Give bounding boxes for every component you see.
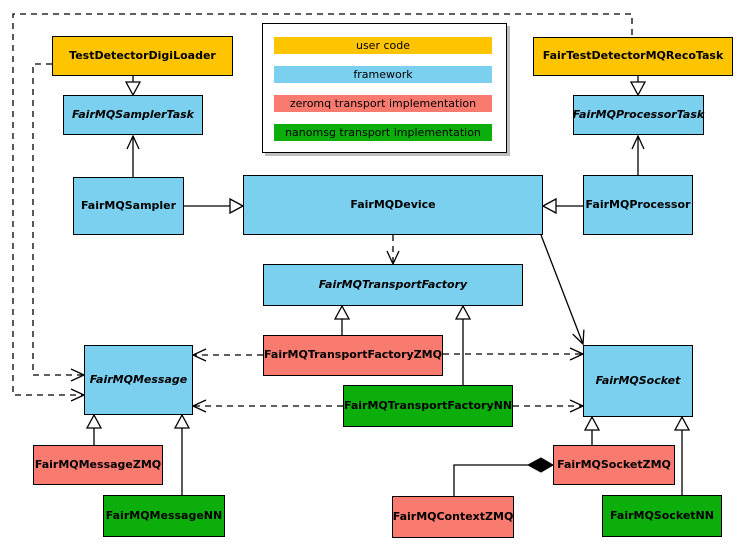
node-fairmq-message: FairMQMessage: [84, 345, 193, 415]
legend-item-zeromq: zeromq transport implementation: [274, 95, 492, 112]
legend-item-framework: framework: [274, 66, 492, 83]
node-fairmq-transport-factory: FairMQTransportFactory: [263, 264, 523, 306]
node-fairmq-processor: FairMQProcessor: [583, 175, 693, 235]
legend: user code framework zeromq transport imp…: [262, 23, 507, 153]
node-fairmq-context-zmq: FairMQContextZMQ: [392, 496, 514, 538]
node-fairmq-message-zmq: FairMQMessageZMQ: [33, 445, 163, 485]
legend-item-user-code: user code: [274, 37, 492, 54]
edge-device-socket: [540, 234, 585, 346]
edge-digiloader-samplertask: [124, 76, 142, 97]
node-fair-test-detector-mq-reco-task: FairTestDetectorMQRecoTask: [533, 37, 733, 76]
edge-socketzmq-socket: [583, 415, 601, 445]
legend-label: framework: [353, 68, 413, 81]
edge-messagenn-message: [173, 413, 191, 495]
edge-processor-device: [541, 197, 583, 215]
legend-label: user code: [355, 39, 411, 52]
edge-recotask-processortask: [629, 76, 647, 97]
edge-device-transportfactory: [386, 235, 400, 266]
node-fairmq-socket: FairMQSocket: [583, 345, 693, 417]
node-fairmq-sampler-task: FairMQSamplerTask: [63, 95, 203, 135]
edge-contextzmq-socketzmq-composition: [453, 457, 554, 496]
node-fairmq-device: FairMQDevice: [243, 175, 543, 235]
edge-factoryzmq-factory: [333, 304, 351, 335]
node-fairmq-socket-nn: FairMQSocketNN: [602, 495, 722, 537]
legend-label: zeromq transport implementation: [289, 97, 477, 110]
node-test-detector-digi-loader: TestDetectorDigiLoader: [52, 36, 233, 76]
node-fairmq-transport-factory-zmq: FairMQTransportFactoryZMQ: [263, 335, 443, 376]
node-fairmq-processor-task: FairMQProcessorTask: [573, 95, 704, 135]
node-fairmq-socket-zmq: FairMQSocketZMQ: [553, 445, 675, 485]
edge-factorynn-message-dashed: [191, 399, 343, 413]
legend-label: nanomsg transport implementation: [285, 126, 481, 139]
edge-factorynn-socket-dashed: [513, 399, 585, 413]
edge-sampler-samplertask: [126, 134, 140, 177]
node-fairmq-transport-factory-nn: FairMQTransportFactoryNN: [343, 385, 513, 427]
legend-item-nanomsg: nanomsg transport implementation: [274, 124, 492, 141]
edge-socketnn-socket: [673, 415, 691, 495]
edge-factorynn-factory: [454, 304, 472, 385]
edge-processor-processortask: [631, 134, 645, 175]
edge-factoryzmq-socket-dashed: [443, 347, 585, 361]
edge-messagezmq-message: [85, 413, 103, 445]
edge-factoryzmq-message-dashed: [191, 348, 263, 362]
node-fairmq-sampler: FairMQSampler: [73, 177, 184, 235]
node-fairmq-message-nn: FairMQMessageNN: [103, 495, 225, 537]
edge-sampler-device: [184, 197, 245, 215]
